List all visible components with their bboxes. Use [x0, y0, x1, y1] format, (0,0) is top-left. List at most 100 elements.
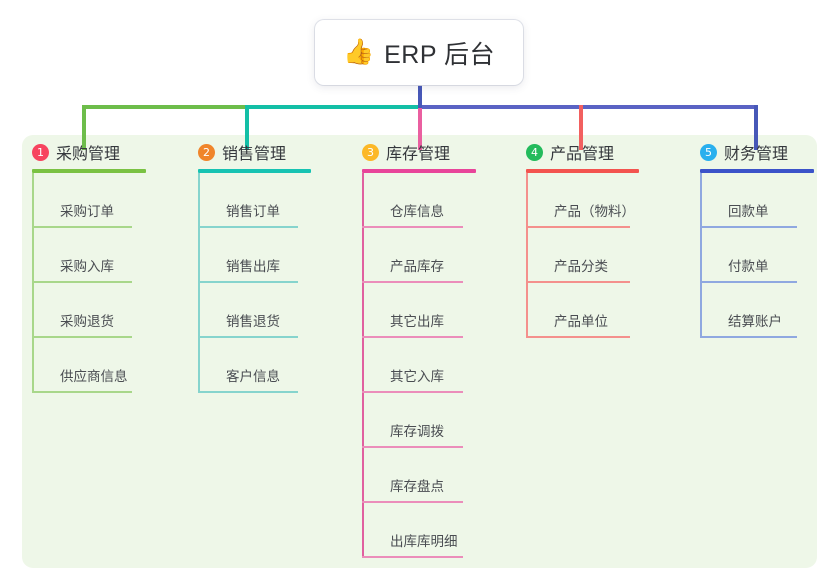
module-item-list: 采购订单采购入库采购退货供应商信息	[32, 173, 202, 393]
module-item-label: 客户信息	[226, 369, 280, 384]
module-item-label: 采购退货	[60, 314, 114, 329]
module-item-rule	[526, 336, 630, 338]
module-item-rule	[700, 226, 797, 228]
module-item-rule	[362, 226, 463, 228]
module-item-list: 产品（物料） 产品分类产品单位	[526, 173, 696, 338]
module-item[interactable]: 销售订单	[198, 173, 368, 228]
module-item-label: 销售出库	[226, 259, 280, 274]
module-item-rule	[32, 336, 132, 338]
module-item-rule	[198, 391, 298, 393]
module-column-2: 2 销售管理销售订单销售出库销售退货客户信息	[198, 135, 368, 393]
module-title: 产品管理	[550, 146, 615, 163]
module-item-label: 出库库明细	[390, 534, 458, 549]
module-item-label: 其它出库	[390, 314, 444, 329]
module-header-rule	[32, 169, 146, 173]
module-item-rule	[700, 281, 797, 283]
module-item-label: 结算账户	[728, 314, 782, 329]
module-header-2[interactable]: 2 销售管理	[198, 135, 368, 169]
module-item[interactable]: 其它入库	[362, 338, 532, 393]
module-item[interactable]: 库存盘点	[362, 448, 532, 503]
module-item[interactable]: 销售出库	[198, 228, 368, 283]
module-item[interactable]: 产品分类	[526, 228, 696, 283]
module-column-4: 4 产品管理产品（物料） 产品分类产品单位	[526, 135, 696, 338]
root-node-erp-backend[interactable]: 👍 ERP 后台	[315, 20, 523, 85]
module-title: 销售管理	[222, 146, 287, 163]
module-item-rule	[198, 281, 298, 283]
module-item-rule	[198, 226, 298, 228]
module-item-rule	[32, 281, 132, 283]
module-item-rule	[362, 501, 463, 503]
module-item-label: 回款单	[728, 204, 769, 219]
module-item-label: 库存盘点	[390, 479, 444, 494]
module-item-rule	[362, 281, 463, 283]
module-item-label: 产品单位	[554, 314, 608, 329]
module-number-badge: 2	[198, 143, 215, 161]
root-node-title: ERP 后台	[384, 40, 496, 69]
module-item-label: 销售订单	[226, 204, 280, 219]
module-header-rule	[198, 169, 311, 173]
module-item[interactable]: 产品库存	[362, 228, 532, 283]
module-item[interactable]: 采购退货	[32, 283, 202, 338]
module-item[interactable]: 结算账户	[700, 283, 839, 338]
connector-bus-right	[418, 105, 758, 109]
module-item[interactable]: 采购入库	[32, 228, 202, 283]
connector-drop-3	[418, 105, 422, 150]
module-number-badge: 1	[32, 143, 49, 161]
module-spine	[700, 173, 702, 338]
module-item-rule	[362, 446, 463, 448]
connector-drop-5	[754, 105, 758, 150]
module-item-list: 回款单付款单结算账户	[700, 173, 839, 338]
module-item-label: 采购入库	[60, 259, 114, 274]
module-item-rule	[362, 556, 463, 558]
module-item[interactable]: 其它出库	[362, 283, 532, 338]
module-item[interactable]: 回款单	[700, 173, 839, 228]
module-title: 库存管理	[386, 146, 451, 163]
module-item-label: 仓库信息	[390, 204, 444, 219]
module-header-1[interactable]: 1 采购管理	[32, 135, 202, 169]
module-item[interactable]: 出库库明细	[362, 503, 532, 558]
module-item-label: 付款单	[728, 259, 769, 274]
module-item-label: 库存调拨	[390, 424, 444, 439]
module-item-rule	[32, 391, 132, 393]
module-spine	[198, 173, 200, 393]
thumbs-up-icon: 👍	[342, 38, 375, 66]
module-item[interactable]: 供应商信息	[32, 338, 202, 393]
module-number-badge: 5	[700, 143, 717, 161]
module-item-label: 其它入库	[390, 369, 444, 384]
module-item-list: 仓库信息产品库存其它出库其它入库库存调拨库存盘点出库库明细	[362, 173, 532, 558]
module-header-rule	[526, 169, 639, 173]
module-item[interactable]: 付款单	[700, 228, 839, 283]
module-item-label: 采购订单	[60, 204, 114, 219]
connector-trunk	[418, 80, 422, 108]
module-item-rule	[700, 336, 797, 338]
module-item-rule	[526, 281, 630, 283]
module-item[interactable]: 产品单位	[526, 283, 696, 338]
module-item[interactable]: 销售退货	[198, 283, 368, 338]
module-item-label: 销售退货	[226, 314, 280, 329]
module-item[interactable]: 客户信息	[198, 338, 368, 393]
module-item-label: 产品分类	[554, 259, 608, 274]
module-item-rule	[526, 226, 630, 228]
module-item[interactable]: 采购订单	[32, 173, 202, 228]
module-header-5[interactable]: 5 财务管理	[700, 135, 839, 169]
module-item[interactable]: 仓库信息	[362, 173, 532, 228]
module-column-1: 1 采购管理采购订单采购入库采购退货供应商信息	[32, 135, 202, 393]
module-spine	[526, 173, 528, 338]
module-title: 采购管理	[56, 146, 121, 163]
module-item[interactable]: 产品（物料）	[526, 173, 696, 228]
module-item-label: 产品库存	[390, 259, 444, 274]
connector-drop-1	[82, 105, 86, 150]
module-header-rule	[700, 169, 814, 173]
module-item-rule	[362, 391, 463, 393]
connector-bus-left	[82, 105, 247, 109]
module-header-4[interactable]: 4 产品管理	[526, 135, 696, 169]
module-item-label: 供应商信息	[60, 369, 128, 384]
module-item[interactable]: 库存调拨	[362, 393, 532, 448]
module-item-rule	[362, 336, 463, 338]
module-number-badge: 4	[526, 143, 543, 161]
module-columns: 1 采购管理采购订单采购入库采购退货供应商信息 2 销售管理销售订单销售出库销售退货客…	[22, 135, 817, 568]
module-title: 财务管理	[724, 146, 789, 163]
module-column-5: 5 财务管理回款单付款单结算账户	[700, 135, 839, 338]
